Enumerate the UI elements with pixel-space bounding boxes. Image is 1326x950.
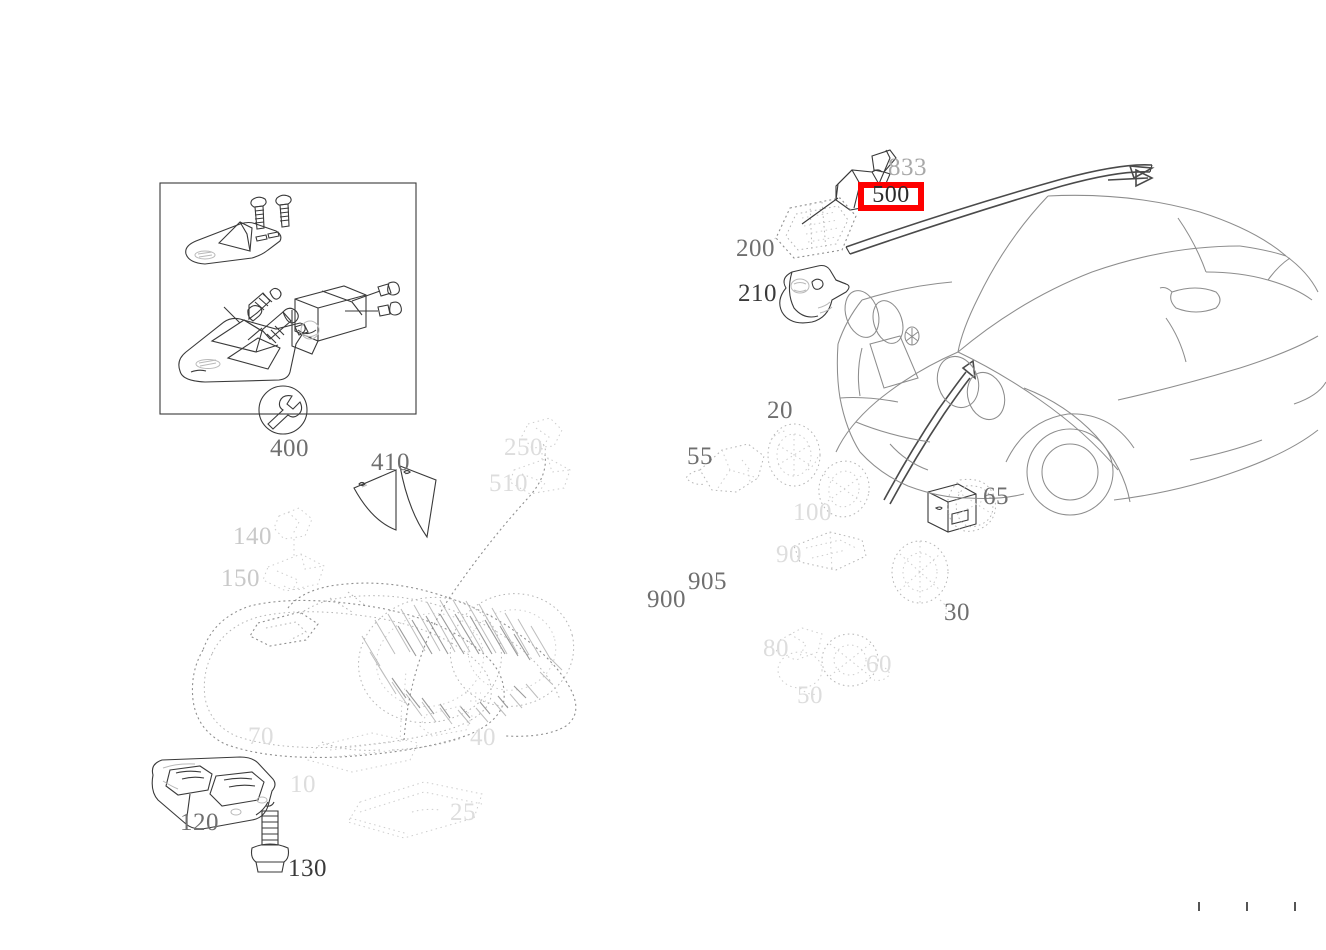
inset-bracket-upper [185,221,282,265]
callout-50: 50 [797,682,823,709]
corner-tick-3 [1294,902,1296,911]
part-210-cover [779,264,850,324]
callout-70: 70 [248,723,274,750]
callout-200: 200 [736,235,775,262]
tool-wrench-badge [258,385,308,435]
callout-10: 10 [290,771,316,798]
part-410-wedges [353,465,437,539]
inset-bolt-mid [247,307,299,344]
part-50-ghost [777,651,823,695]
inset-housing-right [291,281,402,355]
callout-400: 400 [270,435,309,462]
callout-250: 250 [504,434,543,461]
part-120-bracket [151,756,276,830]
callout-833: 833 [888,154,927,181]
part-100-ghost [818,460,870,518]
part-80-ghost [775,627,823,661]
callout-30: 30 [944,599,970,626]
highlight-box-500: 500 [858,182,924,211]
callout-100: 100 [793,499,832,526]
callout-20: 20 [767,397,793,424]
callout-120: 120 [180,809,219,836]
callout-80: 80 [763,635,789,662]
callout-arrow-headlamp [883,359,977,505]
highlight-part-number: 500 [872,182,910,208]
callout-210: 210 [738,280,777,307]
part-25-ghost [347,781,483,839]
callout-60: 60 [866,651,892,678]
inset-frame [159,182,417,415]
part-510-ghost [509,457,571,495]
corner-tick-1 [1198,902,1200,911]
callout-510: 510 [489,470,528,497]
part-200-ghost [761,197,857,259]
headlamp-housing-ghost [191,582,577,759]
part-30-ghost [891,540,949,615]
inset-bracket-lower [178,317,309,383]
callout-65: 65 [983,483,1009,510]
part-10-ghost [307,732,419,773]
callout-25: 25 [450,799,476,826]
part-150-ghost [262,553,325,592]
inset-bolt-left [223,287,282,324]
callout-40: 40 [470,724,496,751]
corner-tick-2 [1246,902,1248,911]
callout-130: 130 [288,855,327,882]
harness-line [403,440,546,741]
part-250-ghost [521,417,563,462]
part-55-ghost [685,443,765,493]
callout-arrow-roof [1107,168,1154,188]
vehicle-outline [835,194,1326,516]
callout-150: 150 [221,565,260,592]
callout-900: 900 [647,586,686,613]
callout-905: 905 [688,568,727,595]
inset-screw-a [250,196,267,230]
callout-90: 90 [776,541,802,568]
callout-leader-200 [801,197,839,225]
callout-55: 55 [687,443,713,470]
part-500-seal-strip [845,163,1155,255]
part-90-ghost [793,531,867,571]
part-130-bolt [250,810,290,873]
callout-140: 140 [233,523,272,550]
callout-410: 410 [371,449,410,476]
part-60-ghost [821,633,891,687]
part-20-ghost [767,423,821,487]
part-140-ghost [273,507,313,556]
part-40-ghost [419,705,473,737]
inset-screw-b [275,194,292,228]
page-corner-ticks [1198,902,1296,911]
